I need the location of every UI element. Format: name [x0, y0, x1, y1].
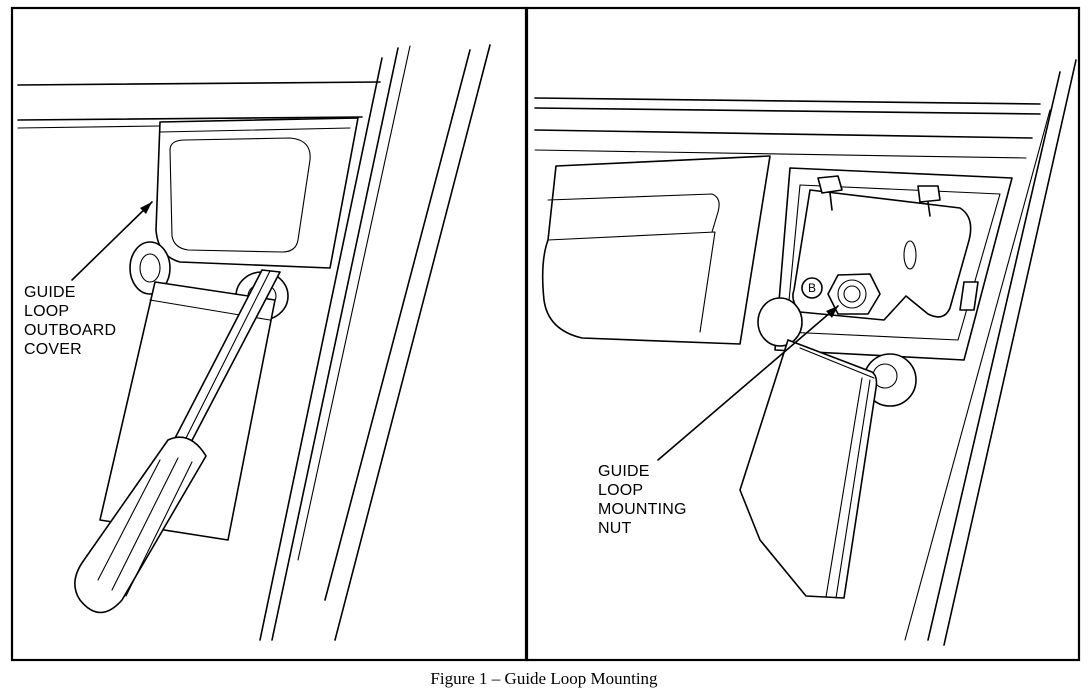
- right-panel-illustration: [534, 59, 1077, 646]
- marker-b-label: B: [807, 281, 816, 295]
- right-panel-frame: [525, 6, 1081, 662]
- figure-caption: Figure 1 – Guide Loop Mounting: [430, 669, 658, 688]
- left-panel-illustration: [17, 44, 491, 641]
- guide-loop-mounting-nut-label: GUIDE LOOP MOUNTING NUT: [598, 463, 687, 537]
- guide-loop-outboard-cover-label: GUIDE LOOP OUTBOARD COVER: [24, 284, 117, 358]
- marker-b-circle: [801, 277, 823, 299]
